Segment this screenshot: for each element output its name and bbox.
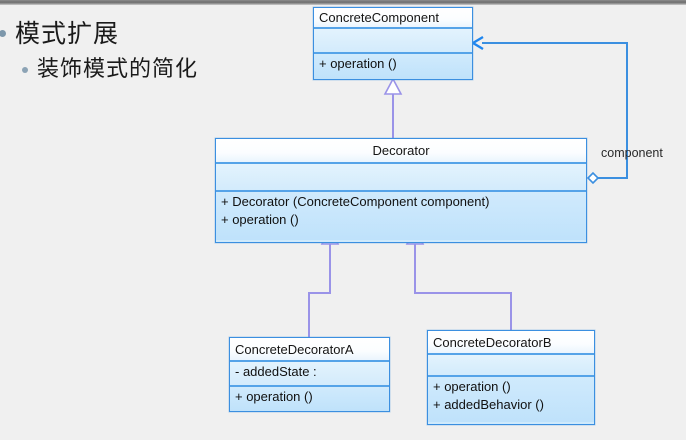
uml-operation: + operation () <box>221 212 299 228</box>
uml-operations-compartment: + Decorator (ConcreteComponent component… <box>216 192 586 240</box>
association-role-label: component <box>601 146 663 160</box>
uml-operation: + Decorator (ConcreteComponent component… <box>221 194 490 209</box>
uml-operation: + operation () <box>235 389 313 404</box>
uml-attributes-compartment <box>428 355 594 377</box>
uml-class-title: ConcreteDecoratorA <box>230 338 389 362</box>
uml-class-decorator[interactable]: Decorator + Decorator (ConcreteComponent… <box>215 138 587 243</box>
uml-operation: + operation () <box>319 56 397 71</box>
uml-attribute: - addedState : <box>235 364 317 379</box>
uml-class-concrete-decorator-b[interactable]: ConcreteDecoratorB + operation () + adde… <box>427 330 595 425</box>
generalization-decorator-to-component <box>383 77 403 138</box>
uml-operations-compartment: + operation () <box>230 387 389 411</box>
uml-class-concrete-decorator-a[interactable]: ConcreteDecoratorA - addedState : + oper… <box>229 337 390 412</box>
window-chrome-bar <box>0 0 686 5</box>
uml-class-concrete-component[interactable]: ConcreteComponent + operation () <box>313 7 473 80</box>
uml-operation: + addedBehavior () <box>433 397 544 413</box>
bullet-level1-label: 模式扩展 <box>15 19 120 48</box>
dot-bullet-icon <box>22 67 28 74</box>
uml-class-title: ConcreteDecoratorB <box>428 331 594 355</box>
bullet-level2-label: 装饰模式的简化 <box>37 57 199 82</box>
bullet-item-level2: 装饰模式的简化 <box>22 57 199 82</box>
uml-attributes-compartment: - addedState : <box>230 362 389 387</box>
uml-operations-compartment: + operation () <box>314 54 472 79</box>
uml-class-title: Decorator <box>216 139 586 164</box>
generalization-b-to-decorator <box>405 227 512 330</box>
uml-operation: + operation () <box>433 379 511 394</box>
dot-bullet-icon <box>0 30 6 38</box>
generalization-a-to-decorator <box>308 227 340 337</box>
bullet-item-level1: 模式扩展 <box>0 20 119 48</box>
uml-attributes-compartment <box>216 164 586 192</box>
uml-class-title: ConcreteComponent <box>314 8 472 29</box>
uml-attributes-compartment <box>314 29 472 54</box>
uml-operations-compartment: + operation () + addedBehavior () <box>428 377 594 422</box>
